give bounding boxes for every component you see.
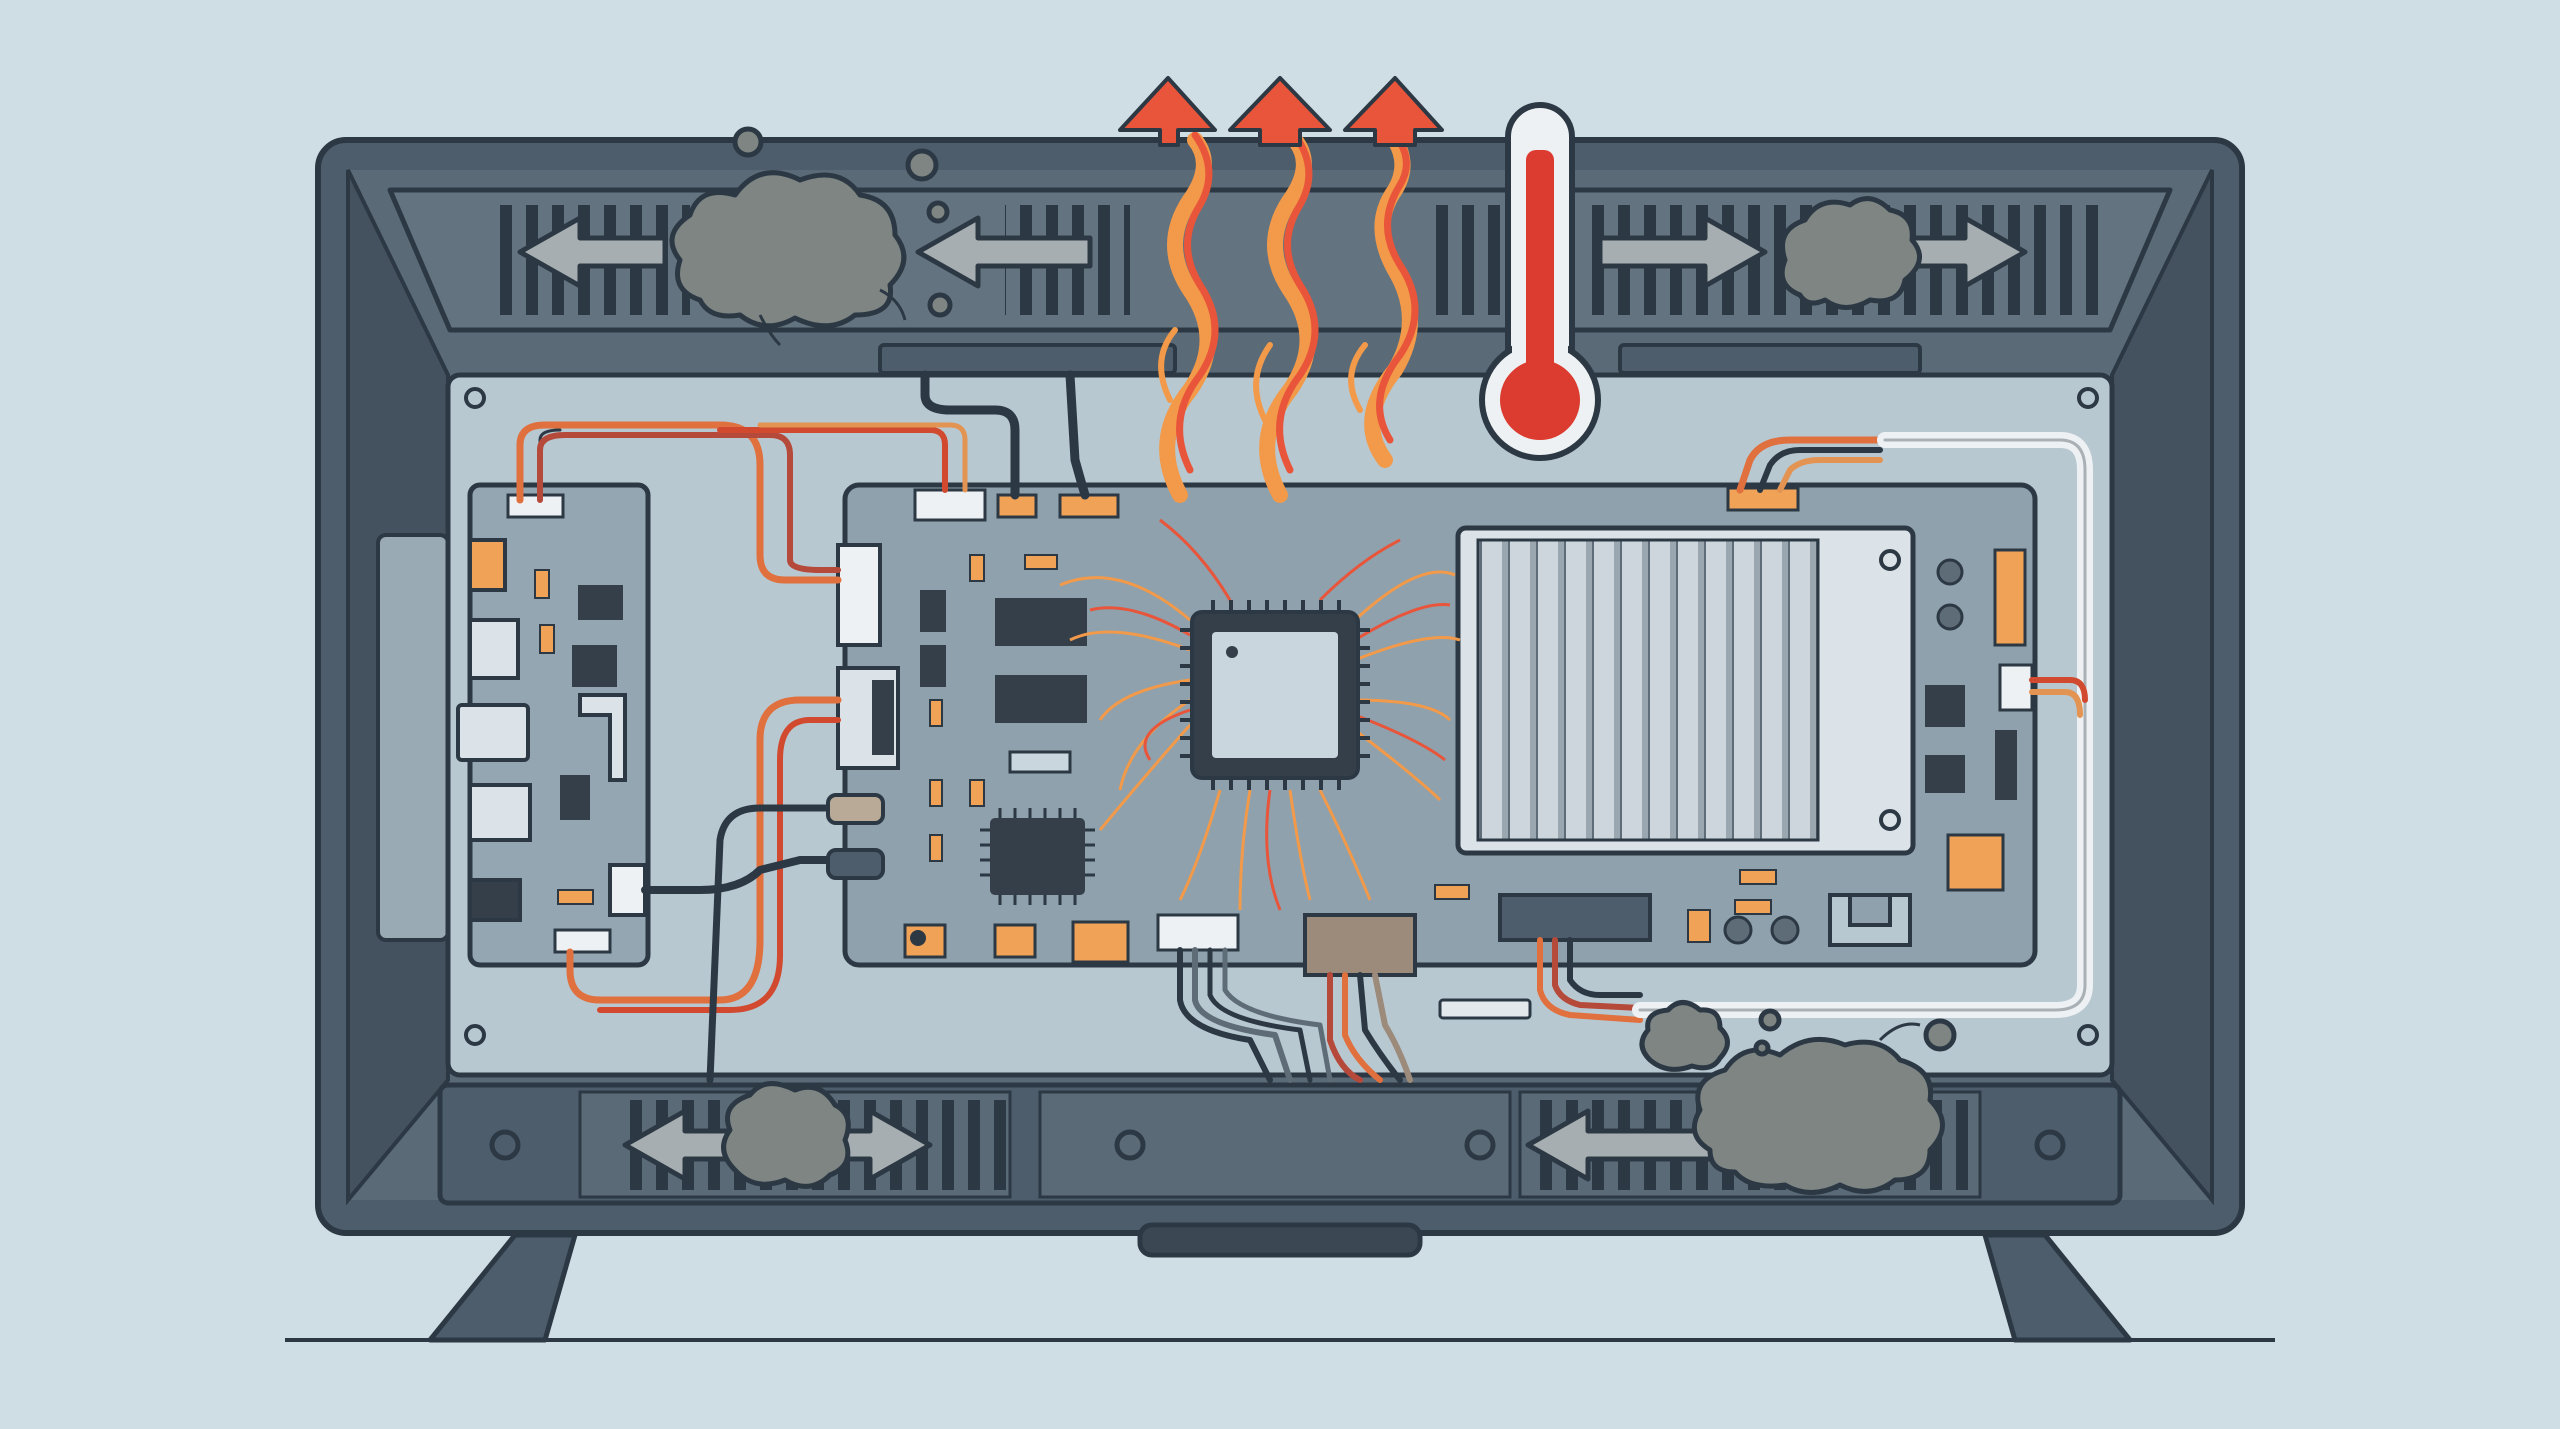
- thermometer-icon: [1479, 102, 1601, 461]
- tv-stand: [427, 1232, 2133, 1343]
- dust-particle: [1753, 1039, 1771, 1057]
- dust-particle: [732, 126, 764, 158]
- dust-clouds: [669, 126, 1957, 1195]
- io-board: [456, 482, 651, 968]
- heatsink-icon: [1455, 525, 1916, 856]
- dust-cloud-icon: [1639, 1000, 1730, 1072]
- processor-chip-icon: [1059, 518, 1461, 911]
- heat-up-arrow-icon: [1118, 76, 1444, 147]
- usb-port: [456, 703, 530, 762]
- dust-cloud-icon: [721, 1081, 851, 1189]
- secondary-chip-icon: [980, 808, 1095, 905]
- airflow-arrow-icon: [517, 215, 668, 289]
- airflow-arrows: [517, 215, 2028, 1182]
- dust-cloud-icon: [669, 170, 907, 329]
- bottom-notch: [1137, 1222, 1423, 1258]
- heat-waves: [1158, 131, 1419, 503]
- stand-leg-left: [427, 1232, 578, 1343]
- dust-cloud-icon: [1779, 196, 1922, 310]
- stand-leg-right: [1982, 1232, 2133, 1343]
- dust-particle: [1758, 1008, 1782, 1032]
- dust-particle: [927, 292, 953, 318]
- dust-cloud-icon: [1691, 1036, 1945, 1195]
- internal-cables: [516, 370, 2093, 1084]
- airflow-arrow-icon: [1597, 215, 1768, 289]
- dust-particle: [926, 200, 950, 224]
- airflow-arrow-icon: [915, 215, 1093, 289]
- dust-particle: [1923, 1018, 1957, 1052]
- dust-particle: [905, 148, 939, 182]
- vent-grille-icon: [1430, 205, 1500, 315]
- dust-strands: [758, 288, 1921, 1042]
